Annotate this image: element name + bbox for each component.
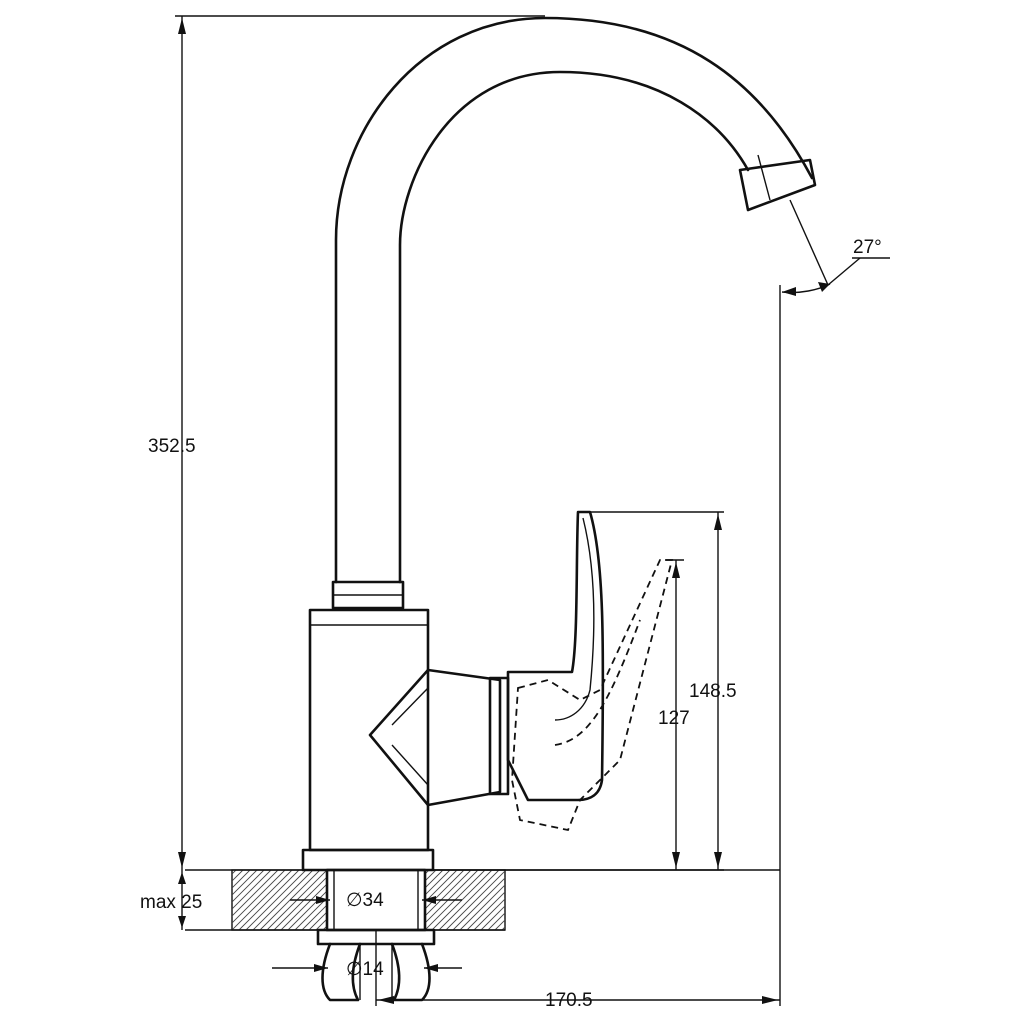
hatch-line bbox=[509, 870, 569, 930]
hatch-line bbox=[425, 870, 444, 889]
hatch-line bbox=[232, 870, 244, 882]
dimension-handle-height-alt: 127 bbox=[658, 559, 690, 870]
dim-mount-diameter-label: ∅34 bbox=[346, 890, 384, 911]
hatch-line bbox=[501, 926, 505, 930]
hatch-line bbox=[473, 898, 505, 930]
hatch-line bbox=[301, 904, 327, 930]
faucet-body bbox=[301, 608, 510, 872]
dim-spout-angle-label: 27° bbox=[853, 237, 882, 258]
hatch-line bbox=[487, 912, 505, 930]
hatch-line bbox=[452, 877, 505, 930]
dimension-hose-diameter: ∅14 bbox=[272, 959, 462, 980]
hatch-line bbox=[245, 870, 307, 930]
dim-handle-height-alt-label: 127 bbox=[658, 708, 690, 729]
hatch-line bbox=[232, 870, 272, 910]
hatch-line bbox=[252, 870, 314, 930]
dimension-spout-angle: 27° bbox=[781, 199, 890, 296]
hatch-line bbox=[232, 870, 251, 889]
spout-collar bbox=[331, 580, 405, 610]
hatch-line bbox=[238, 870, 300, 930]
hatch-line bbox=[438, 870, 500, 930]
countertop-section bbox=[185, 869, 780, 931]
dimension-total-height: 352.5 bbox=[148, 15, 545, 870]
hatch-line bbox=[232, 870, 265, 903]
hatch-line bbox=[232, 870, 286, 924]
hatch-line bbox=[232, 870, 279, 917]
dim-reach-label: 170.5 bbox=[545, 990, 593, 1011]
hatch-line bbox=[308, 911, 327, 930]
dimension-max-counter: max 25 bbox=[140, 870, 202, 930]
hatch-line bbox=[232, 870, 258, 896]
handle-lever-open-position bbox=[511, 559, 674, 832]
dim-handle-height-label: 148.5 bbox=[689, 681, 737, 702]
hatch-line bbox=[459, 884, 505, 930]
dim-max-counter-label: max 25 bbox=[140, 892, 202, 913]
dim-hose-diameter-label: ∅14 bbox=[346, 959, 384, 980]
handle-lever bbox=[506, 510, 605, 802]
hatch-line bbox=[445, 870, 505, 930]
hatch-line bbox=[425, 870, 451, 896]
dimension-mount-diameter: ∅34 bbox=[290, 890, 462, 911]
dim-total-height-label: 352.5 bbox=[148, 436, 196, 457]
dimension-handle-height: 148.5 bbox=[430, 511, 737, 871]
hatch-line bbox=[466, 891, 505, 930]
spout bbox=[334, 16, 817, 584]
dimension-reach: 170.5 bbox=[375, 285, 781, 1011]
hatch-line bbox=[232, 870, 293, 930]
hatch-line bbox=[480, 905, 505, 930]
